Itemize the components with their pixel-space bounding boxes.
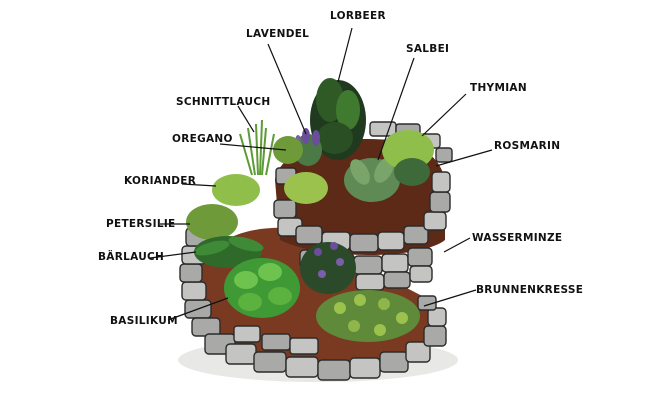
label-thymian: THYMIAN [470, 82, 527, 94]
rosmarin-plant [394, 158, 430, 186]
label-rosmarin: ROSMARIN [494, 140, 560, 152]
label-oregano: OREGANO [172, 133, 233, 145]
basilikum-plant [224, 258, 300, 318]
oregano-plant [273, 136, 303, 164]
label-lorbeer: LORBEER [330, 10, 386, 22]
label-brunnenkresse: BRUNNENKRESSE [476, 284, 583, 296]
label-baerlauch: BÄRLAUCH [98, 249, 164, 263]
koriander-plant [212, 174, 260, 206]
label-wasserminze: WASSERMINZE [472, 232, 562, 244]
label-basilikum: BASILIKUM [110, 315, 178, 327]
wasserminze-plant [300, 242, 356, 294]
brunnenkresse-plant [316, 290, 420, 342]
label-schnittlauch: SCHNITTLAUCH [176, 96, 270, 108]
label-koriander: KORIANDER [124, 175, 196, 187]
label-lavendel: LAVENDEL [246, 28, 309, 40]
label-petersilie: PETERSILIE [106, 218, 176, 230]
petersilie-plant [186, 204, 238, 240]
label-salbei: SALBEI [406, 43, 449, 55]
